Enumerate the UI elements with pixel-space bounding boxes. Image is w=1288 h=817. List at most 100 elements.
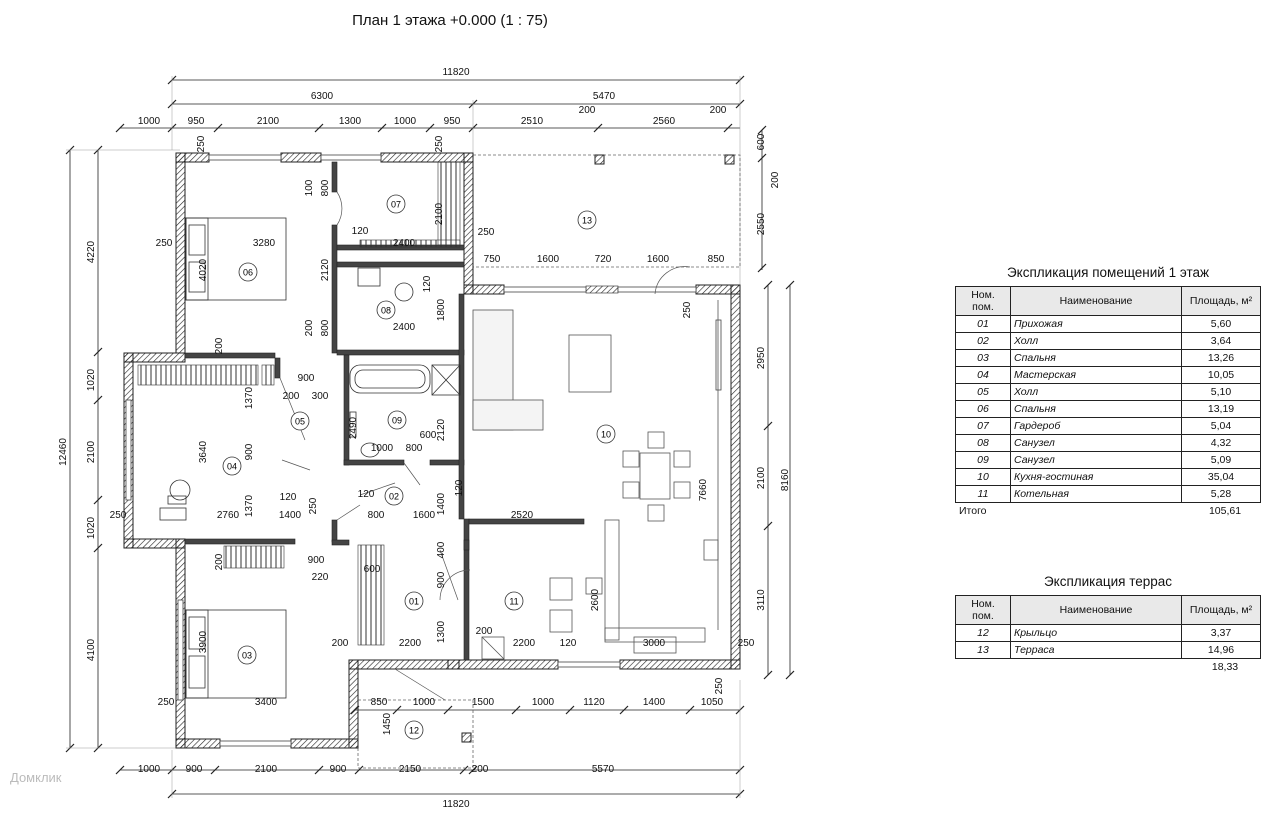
cell-area: 3,64 [1181, 332, 1261, 350]
dimension-label: 1500 [472, 697, 495, 708]
dimension-label: 1400 [643, 697, 666, 708]
dimension-label: 1800 [436, 298, 447, 321]
dimension-label: 600 [364, 564, 381, 575]
room-marker-07: 07 [386, 194, 406, 214]
rooms-total-row: Итого 105,61 [955, 505, 1261, 517]
cell-area: 13,19 [1181, 400, 1261, 418]
cell-num: 11 [955, 485, 1011, 503]
dimension-label: 250 [308, 497, 319, 514]
extension-lines [66, 76, 741, 798]
dimension-label: 800 [406, 443, 423, 454]
windows [125, 154, 722, 747]
dimension-label: 1370 [244, 494, 255, 517]
cell-area: 35,04 [1181, 468, 1261, 486]
cell-name: Кухня-гостиная [1010, 468, 1182, 486]
cell-name: Мастерская [1010, 366, 1182, 384]
dimension-label: 120 [352, 226, 369, 237]
dimension-label: 120 [280, 492, 297, 503]
dimension-label: 200 [332, 638, 349, 649]
cell-name: Гардероб [1010, 417, 1182, 435]
dimension-label: 200 [710, 105, 727, 116]
dimension-label: 7660 [698, 478, 709, 501]
dimension-label: 2950 [756, 346, 767, 369]
cell-num: 04 [955, 366, 1011, 384]
dimension-label: 1000 [413, 697, 436, 708]
cell-num: 08 [955, 434, 1011, 452]
dimension-label: 2400 [393, 238, 416, 249]
rooms-total-label: Итого [959, 505, 987, 517]
door-swings [279, 191, 691, 701]
cell-area: 5,09 [1181, 451, 1261, 469]
closets [137, 161, 461, 646]
dimension-label: 120 [358, 489, 375, 500]
dimension-label: 900 [298, 373, 315, 384]
cell-name: Котельная [1010, 485, 1182, 503]
dimension-label: 4100 [86, 638, 97, 661]
dimension-label: 250 [714, 677, 725, 694]
living-furniture [472, 300, 719, 654]
dimension-label: 250 [196, 135, 207, 152]
room-marker-08: 08 [376, 300, 396, 320]
cell-name: Санузел [1010, 434, 1182, 452]
room-marker-01: 01 [404, 591, 424, 611]
dimension-label: 250 [156, 238, 173, 249]
bath-fixtures [349, 267, 461, 458]
room-number: 05 [295, 417, 305, 427]
dimension-label: 400 [436, 541, 447, 558]
room-number: 01 [409, 597, 419, 607]
cell-num: 03 [955, 349, 1011, 367]
dimension-label: 3110 [756, 589, 767, 611]
dimension-label: 3280 [253, 238, 276, 249]
dimension-label: 900 [308, 555, 325, 566]
desk-chair [159, 479, 191, 521]
cell-name: Спальня [1010, 400, 1182, 418]
cell-name: Спальня [1010, 349, 1182, 367]
dimension-label: 300 [312, 391, 329, 402]
dimension-label: 1000 [371, 443, 394, 454]
cell-name: Терраса [1010, 641, 1182, 659]
dimension-label: 1300 [436, 620, 447, 643]
dimension-label: 4220 [86, 240, 97, 263]
dimension-label: 6300 [311, 91, 334, 102]
dimension-label: 250 [738, 638, 755, 649]
dimension-label: 2400 [393, 322, 416, 333]
dimension-label: 200 [214, 337, 225, 354]
explication-rooms: Экспликация помещений 1 этаж Ном. пом. Н… [955, 265, 1261, 517]
room-marker-03: 03 [237, 645, 257, 665]
dimension-label: 2550 [756, 212, 767, 235]
cell-num: 09 [955, 451, 1011, 469]
dimension-label: 2120 [320, 258, 331, 281]
dimension-label: 2600 [590, 588, 601, 611]
room-number: 04 [227, 462, 237, 472]
plan-title: План 1 этажа +0.000 (1 : 75) [352, 12, 548, 29]
room-marker-06: 06 [238, 262, 258, 282]
explication-terraces-title: Экспликация террас [1043, 574, 1173, 589]
dimension-label: 3640 [198, 440, 209, 463]
dimension-label: 1020 [86, 516, 97, 539]
bed-room-03 [185, 609, 287, 699]
dimension-label: 220 [312, 572, 329, 583]
col-area: Площадь, м² [1181, 595, 1261, 625]
room-number: 10 [601, 430, 611, 440]
room-number: 09 [392, 416, 402, 426]
room-marker-09: 09 [387, 410, 407, 430]
dimension-ticks [65, 75, 795, 799]
col-number: Ном. пом. [955, 595, 1011, 625]
dimension-label: 750 [484, 254, 501, 265]
col-number: Ном. пом. [955, 286, 1011, 316]
dimension-label: 1000 [138, 764, 161, 775]
dimension-label: 11820 [442, 67, 470, 78]
dimension-label: 1370 [244, 386, 255, 409]
dimension-label: 1050 [701, 697, 724, 708]
dimension-lines [69, 79, 791, 795]
dimension-label: 1300 [339, 116, 362, 127]
room-marker-10: 10 [596, 424, 616, 444]
dimension-label: 200 [304, 319, 315, 336]
dimension-label: 120 [560, 638, 577, 649]
